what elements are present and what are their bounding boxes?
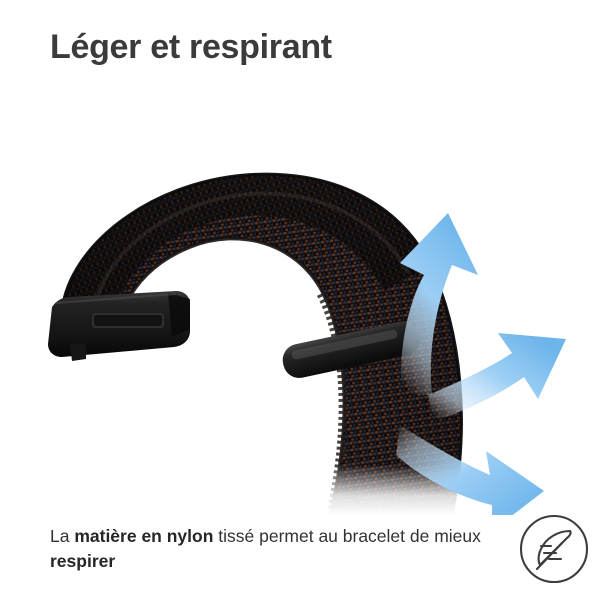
caption-bold-1: matière en nylon bbox=[74, 526, 214, 546]
feather-icon bbox=[535, 529, 572, 571]
product-illustration bbox=[0, 95, 600, 515]
airflow-arrow-top bbox=[400, 213, 478, 395]
band-rim-texture bbox=[316, 291, 347, 515]
caption-text: La matière en nylon tissé permet au brac… bbox=[50, 524, 520, 574]
page-title: Léger et respirant bbox=[50, 28, 332, 66]
airflow-arrow-bottom bbox=[396, 425, 544, 515]
feather-badge bbox=[518, 513, 590, 585]
band-highlight bbox=[94, 191, 410, 302]
caption-part-1: La bbox=[50, 526, 75, 546]
caption-bold-2: respirer bbox=[50, 551, 116, 571]
band-end-connector bbox=[48, 291, 190, 361]
badge-circle bbox=[519, 514, 589, 584]
band-clasp-bar bbox=[282, 321, 421, 378]
caption-part-2: tissé permet au bracelet de mieux bbox=[213, 526, 481, 546]
airflow-arrow-middle bbox=[428, 333, 566, 421]
